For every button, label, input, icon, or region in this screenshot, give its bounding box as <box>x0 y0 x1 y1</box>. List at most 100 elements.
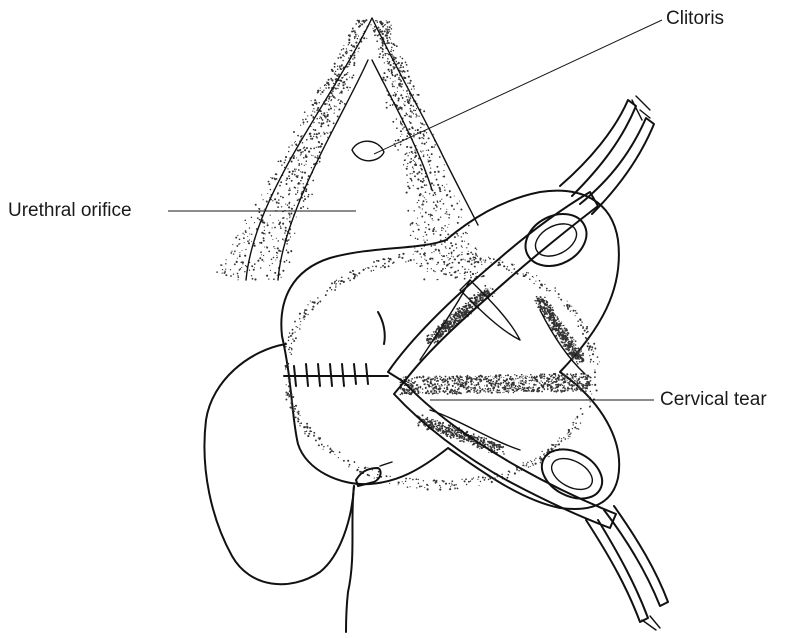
stipple-dot <box>464 275 465 276</box>
stipple-dot <box>239 255 241 257</box>
stipple-dot <box>413 113 414 114</box>
stipple-dot <box>276 201 278 203</box>
stipple-dot <box>295 337 297 339</box>
stipple-dot <box>304 319 305 320</box>
stipple-dot <box>563 381 565 383</box>
stipple-dot <box>471 478 473 480</box>
stipple-dot <box>572 349 574 351</box>
stipple-dot <box>447 227 448 228</box>
stipple-dot <box>478 376 480 378</box>
stipple-dot <box>288 151 289 152</box>
stipple-dot <box>304 311 305 312</box>
stipple-dot <box>594 376 596 378</box>
stipple-dot <box>460 208 462 210</box>
stipple-dot <box>291 349 292 350</box>
stipple-dot <box>429 164 430 165</box>
stipple-dot <box>327 82 329 84</box>
stipple-dot <box>278 199 280 201</box>
stipple-dot <box>427 384 428 385</box>
stipple-dot <box>313 108 314 109</box>
stipple-dot <box>474 385 475 386</box>
stipple-dot <box>582 387 584 389</box>
stipple-dot <box>511 272 512 273</box>
stipple-dot <box>521 383 522 384</box>
stipple-dot <box>454 389 456 391</box>
stipple-dot <box>264 233 265 234</box>
stipple-dot <box>459 382 460 383</box>
stipple-dot <box>327 112 328 113</box>
stipple-dot <box>317 155 319 157</box>
stipple-dot <box>398 100 400 102</box>
stipple-dot <box>560 338 562 340</box>
stipple-dot <box>422 178 424 180</box>
stipple-dot <box>318 437 319 438</box>
vaginal-fold <box>378 312 385 344</box>
stipple-dot <box>414 88 415 89</box>
stipple-dot <box>384 79 386 81</box>
stipple-dot <box>420 127 421 128</box>
stipple-dot <box>233 253 234 254</box>
stipple-dot <box>291 160 293 162</box>
stipple-dot <box>237 273 239 275</box>
stipple-dot <box>414 156 416 158</box>
stipple-dot <box>277 193 278 194</box>
stipple-dot <box>498 448 500 450</box>
stipple-dot <box>288 349 290 351</box>
stipple-dot <box>464 268 466 270</box>
stipple-dot <box>443 331 444 332</box>
stipple-dot <box>424 380 426 382</box>
stipple-dot <box>421 486 422 487</box>
stipple-dot <box>539 375 541 377</box>
stipple-dot <box>550 316 551 317</box>
stipple-dot <box>453 431 454 432</box>
stipple-dot <box>338 281 339 282</box>
stipple-dot <box>439 376 441 378</box>
stipple-dot <box>548 456 549 457</box>
stipple-dot <box>356 34 357 35</box>
stipple-dot <box>286 178 288 180</box>
stipple-dot <box>412 94 414 96</box>
stipple-dot <box>457 438 458 439</box>
stipple-dot <box>466 431 468 433</box>
stipple-dot <box>507 374 509 376</box>
stipple-dot <box>489 390 491 392</box>
stipple-dot <box>558 375 560 377</box>
stipple-dot <box>307 304 308 305</box>
stipple-dot <box>237 235 238 236</box>
stipple-dot <box>357 275 358 276</box>
stipple-dot <box>432 259 433 260</box>
stipple-dot <box>499 374 501 376</box>
stipple-dot <box>498 379 500 381</box>
stipple-dot <box>295 416 297 418</box>
stipple-dot <box>408 393 409 394</box>
stipple-dot <box>272 263 273 264</box>
stipple-dot <box>536 390 538 392</box>
stipple-dot <box>289 202 291 204</box>
stipple-dot <box>589 381 591 383</box>
stipple-dot <box>448 327 450 329</box>
stipple-dot <box>294 233 295 234</box>
stipple-dot <box>445 273 447 275</box>
stipple-dot <box>285 159 286 160</box>
body-stipple <box>285 250 600 491</box>
stipple-dot <box>525 378 527 380</box>
stipple-dot <box>403 103 404 104</box>
stipple-dot <box>468 481 469 482</box>
stipple-dot <box>336 280 337 281</box>
stipple-dot <box>418 171 420 173</box>
stipple-dot <box>263 222 265 224</box>
stipple-dot <box>418 225 419 226</box>
stipple-dot <box>393 50 395 52</box>
stipple-dot <box>402 66 404 68</box>
stipple-dot <box>563 345 564 346</box>
stipple-dot <box>444 380 446 382</box>
stipple-dot <box>317 92 319 94</box>
stipple-dot <box>565 339 567 341</box>
stipple-dot <box>418 479 419 480</box>
stipple-dot <box>372 28 373 29</box>
stipple-dot <box>542 300 544 302</box>
stipple-dot <box>516 375 518 377</box>
stipple-dot <box>559 336 560 337</box>
stipple-dot <box>477 479 478 480</box>
stipple-dot <box>451 314 452 315</box>
